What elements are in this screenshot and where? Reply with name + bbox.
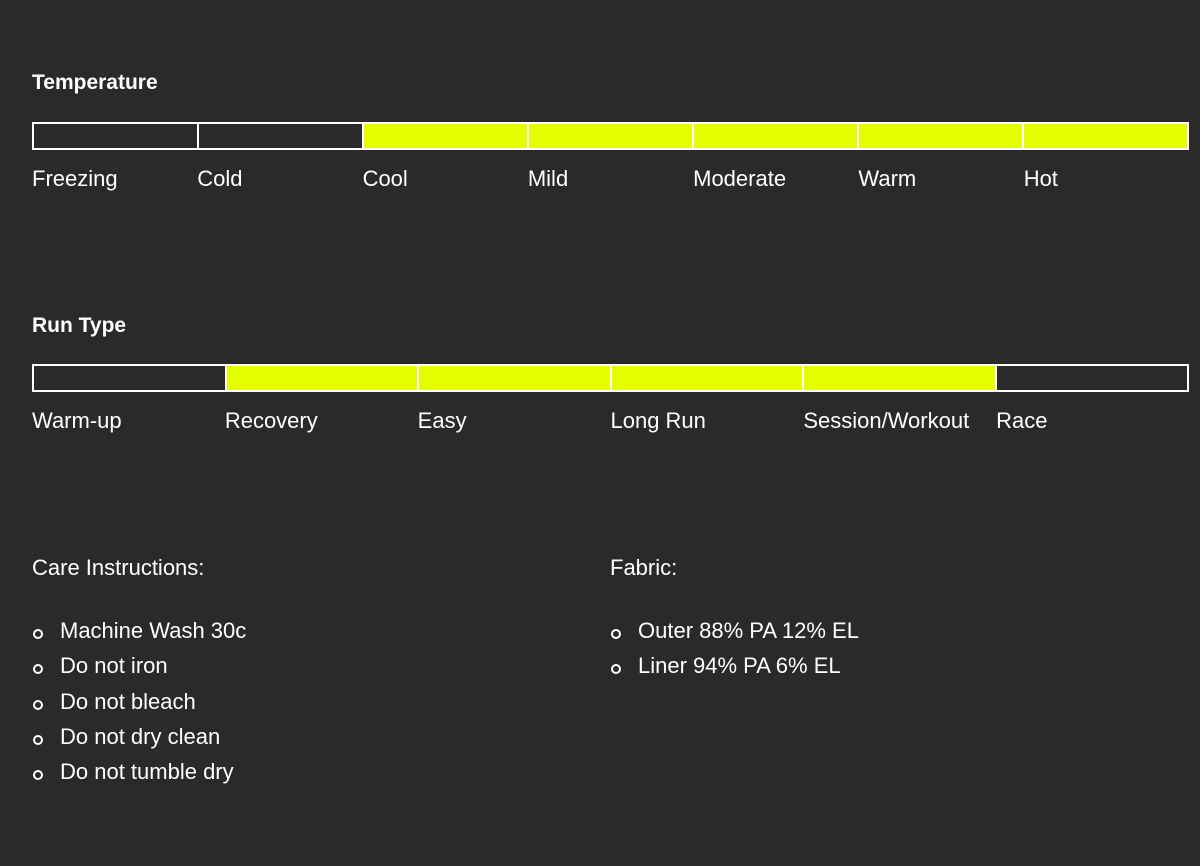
care-item-text: Do not bleach xyxy=(60,688,196,714)
care-item: Machine Wash 30c xyxy=(32,620,246,655)
temperature-segment-hot xyxy=(1022,122,1189,150)
bullet-icon xyxy=(33,770,43,781)
temperature-label-cool: Cool xyxy=(362,166,408,191)
care-item: Do not bleach xyxy=(32,688,246,726)
bullet-icon xyxy=(611,629,621,639)
care-item-text: Do not dry clean xyxy=(60,723,221,749)
run-type-label-warm-up: Warm-up xyxy=(32,408,122,433)
temperature-label-mild: Mild xyxy=(527,166,569,191)
run-type-title: Run Type xyxy=(32,314,127,337)
temperature-label-warm: Warm xyxy=(858,166,917,191)
bullet-icon xyxy=(33,629,43,639)
run-type-label-race: Race xyxy=(996,408,1048,433)
run-type-label-session-workout: Session/Workout xyxy=(803,408,970,433)
temperature-scale-bar xyxy=(32,122,1189,150)
care-item-text: Do not iron xyxy=(60,653,168,679)
temperature-segment-cool xyxy=(362,122,529,150)
temperature-segment-freezing xyxy=(32,122,199,150)
care-item: Do not tumble dry xyxy=(32,761,246,796)
temperature-label-freezing: Freezing xyxy=(32,166,118,191)
run-type-segment-recovery xyxy=(224,364,419,392)
fabric-item: Outer 88% PA 12% EL xyxy=(610,620,859,655)
run-type-scale-bar xyxy=(32,364,1189,392)
fabric-heading: Fabric: xyxy=(610,555,678,580)
bullet-icon xyxy=(611,664,621,675)
care-item: Do not dry clean xyxy=(32,723,246,761)
care-item-text: Machine Wash 30c xyxy=(60,618,247,643)
temperature-segment-warm xyxy=(857,122,1024,150)
fabric-item: Liner 94% PA 6% EL xyxy=(610,655,859,690)
run-type-segment-race xyxy=(994,364,1189,392)
temperature-label-cold: Cold xyxy=(197,166,243,191)
run-type-segment-long-run xyxy=(609,364,804,392)
temperature-title: Temperature xyxy=(32,71,158,94)
run-type-label-long-run: Long Run xyxy=(610,408,706,433)
run-type-label-recovery: Recovery xyxy=(224,408,318,433)
run-type-segment-session-workout xyxy=(802,364,997,392)
bullet-icon xyxy=(33,734,43,745)
temperature-scale-labels: Freezing Cold Cool Mild Moderate Warm Ho… xyxy=(32,168,1189,190)
bullet-icon xyxy=(33,699,43,710)
fabric-item-text: Outer 88% PA 12% EL xyxy=(638,618,859,643)
temperature-segment-cold xyxy=(197,122,364,150)
bullet-icon xyxy=(33,664,43,675)
temperature-segment-moderate xyxy=(692,122,859,150)
run-type-segment-warm-up xyxy=(32,364,227,392)
run-type-label-easy: Easy xyxy=(417,408,467,433)
temperature-segment-mild xyxy=(527,122,694,150)
run-type-scale-labels: Warm-up Recovery Easy Long Run Session/W… xyxy=(32,410,1189,432)
run-type-segment-easy xyxy=(417,364,612,392)
care-instructions-heading: Care Instructions: xyxy=(32,555,205,580)
care-item-text: Do not tumble dry xyxy=(60,759,234,785)
fabric-item-text: Liner 94% PA 6% EL xyxy=(638,653,841,679)
care-instructions-list: Machine Wash 30c Do not iron Do not blea… xyxy=(32,620,246,796)
temperature-label-hot: Hot xyxy=(1023,166,1058,191)
care-item: Do not iron xyxy=(32,655,246,690)
temperature-label-moderate: Moderate xyxy=(693,166,787,191)
fabric-list: Outer 88% PA 12% EL Liner 94% PA 6% EL xyxy=(610,620,859,691)
